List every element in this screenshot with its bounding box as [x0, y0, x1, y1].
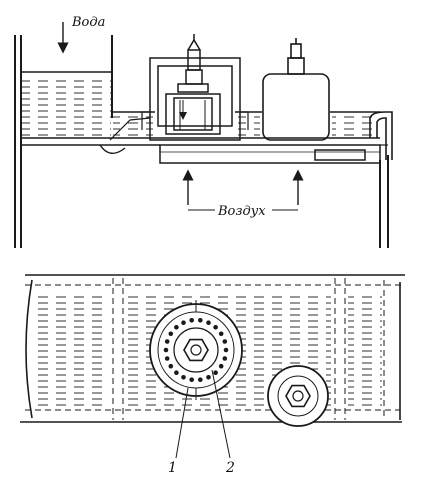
- callout-1: 1: [168, 460, 177, 476]
- perforation-hole: [222, 356, 228, 361]
- hex-nut-2: [285, 384, 311, 408]
- plan-water-hatch-left: [35, 292, 110, 407]
- plan-outline: [20, 274, 405, 423]
- perforation-hole: [181, 375, 186, 380]
- perforation-hole: [189, 377, 194, 383]
- water-inlet: Вода: [57, 15, 105, 54]
- callouts: 1 2: [168, 369, 235, 476]
- perforation-hole: [206, 320, 211, 326]
- plan-dashed-lines: [25, 278, 405, 420]
- burner-plan-2: [267, 365, 329, 427]
- callout-2: 2: [225, 460, 235, 476]
- perforation-hole: [198, 318, 203, 323]
- perforation-hole: [222, 339, 228, 344]
- air-inlet: Воздух: [182, 169, 304, 219]
- burner-plate: [159, 144, 381, 164]
- perforation-hole: [163, 347, 169, 353]
- air-label: Воздух: [217, 204, 266, 219]
- perforation-ring: [163, 318, 229, 383]
- perforation-hole: [181, 320, 186, 326]
- perforation-hole: [213, 325, 218, 330]
- perforation-hole: [164, 339, 170, 344]
- perforation-hole: [168, 331, 174, 337]
- outlet-pipe: [369, 111, 393, 160]
- perforation-hole: [168, 363, 174, 369]
- tank-walls: [14, 35, 389, 248]
- hex-nut-1: [183, 338, 209, 362]
- section-view: Вода Воздух: [14, 15, 393, 248]
- perforation-hole: [174, 325, 179, 330]
- perforation-hole: [174, 370, 179, 376]
- perforation-hole: [223, 347, 229, 353]
- perforation-hole: [189, 318, 194, 323]
- water-label: Вода: [71, 15, 105, 30]
- plan-water-hatch-right: [348, 292, 382, 407]
- perforation-hole: [218, 331, 224, 337]
- plan-view: 1 2: [20, 274, 405, 476]
- burner-housing-right: [262, 38, 330, 141]
- tray-bottom: [21, 117, 388, 154]
- burner-assembly-left: [141, 34, 249, 141]
- perforation-hole: [218, 363, 224, 369]
- water-body: [21, 71, 380, 136]
- perforation-hole: [164, 356, 170, 361]
- perforation-hole: [206, 375, 211, 380]
- burner-plan-1: [149, 300, 243, 400]
- perforation-hole: [198, 377, 203, 383]
- perforation-hole: [213, 370, 218, 376]
